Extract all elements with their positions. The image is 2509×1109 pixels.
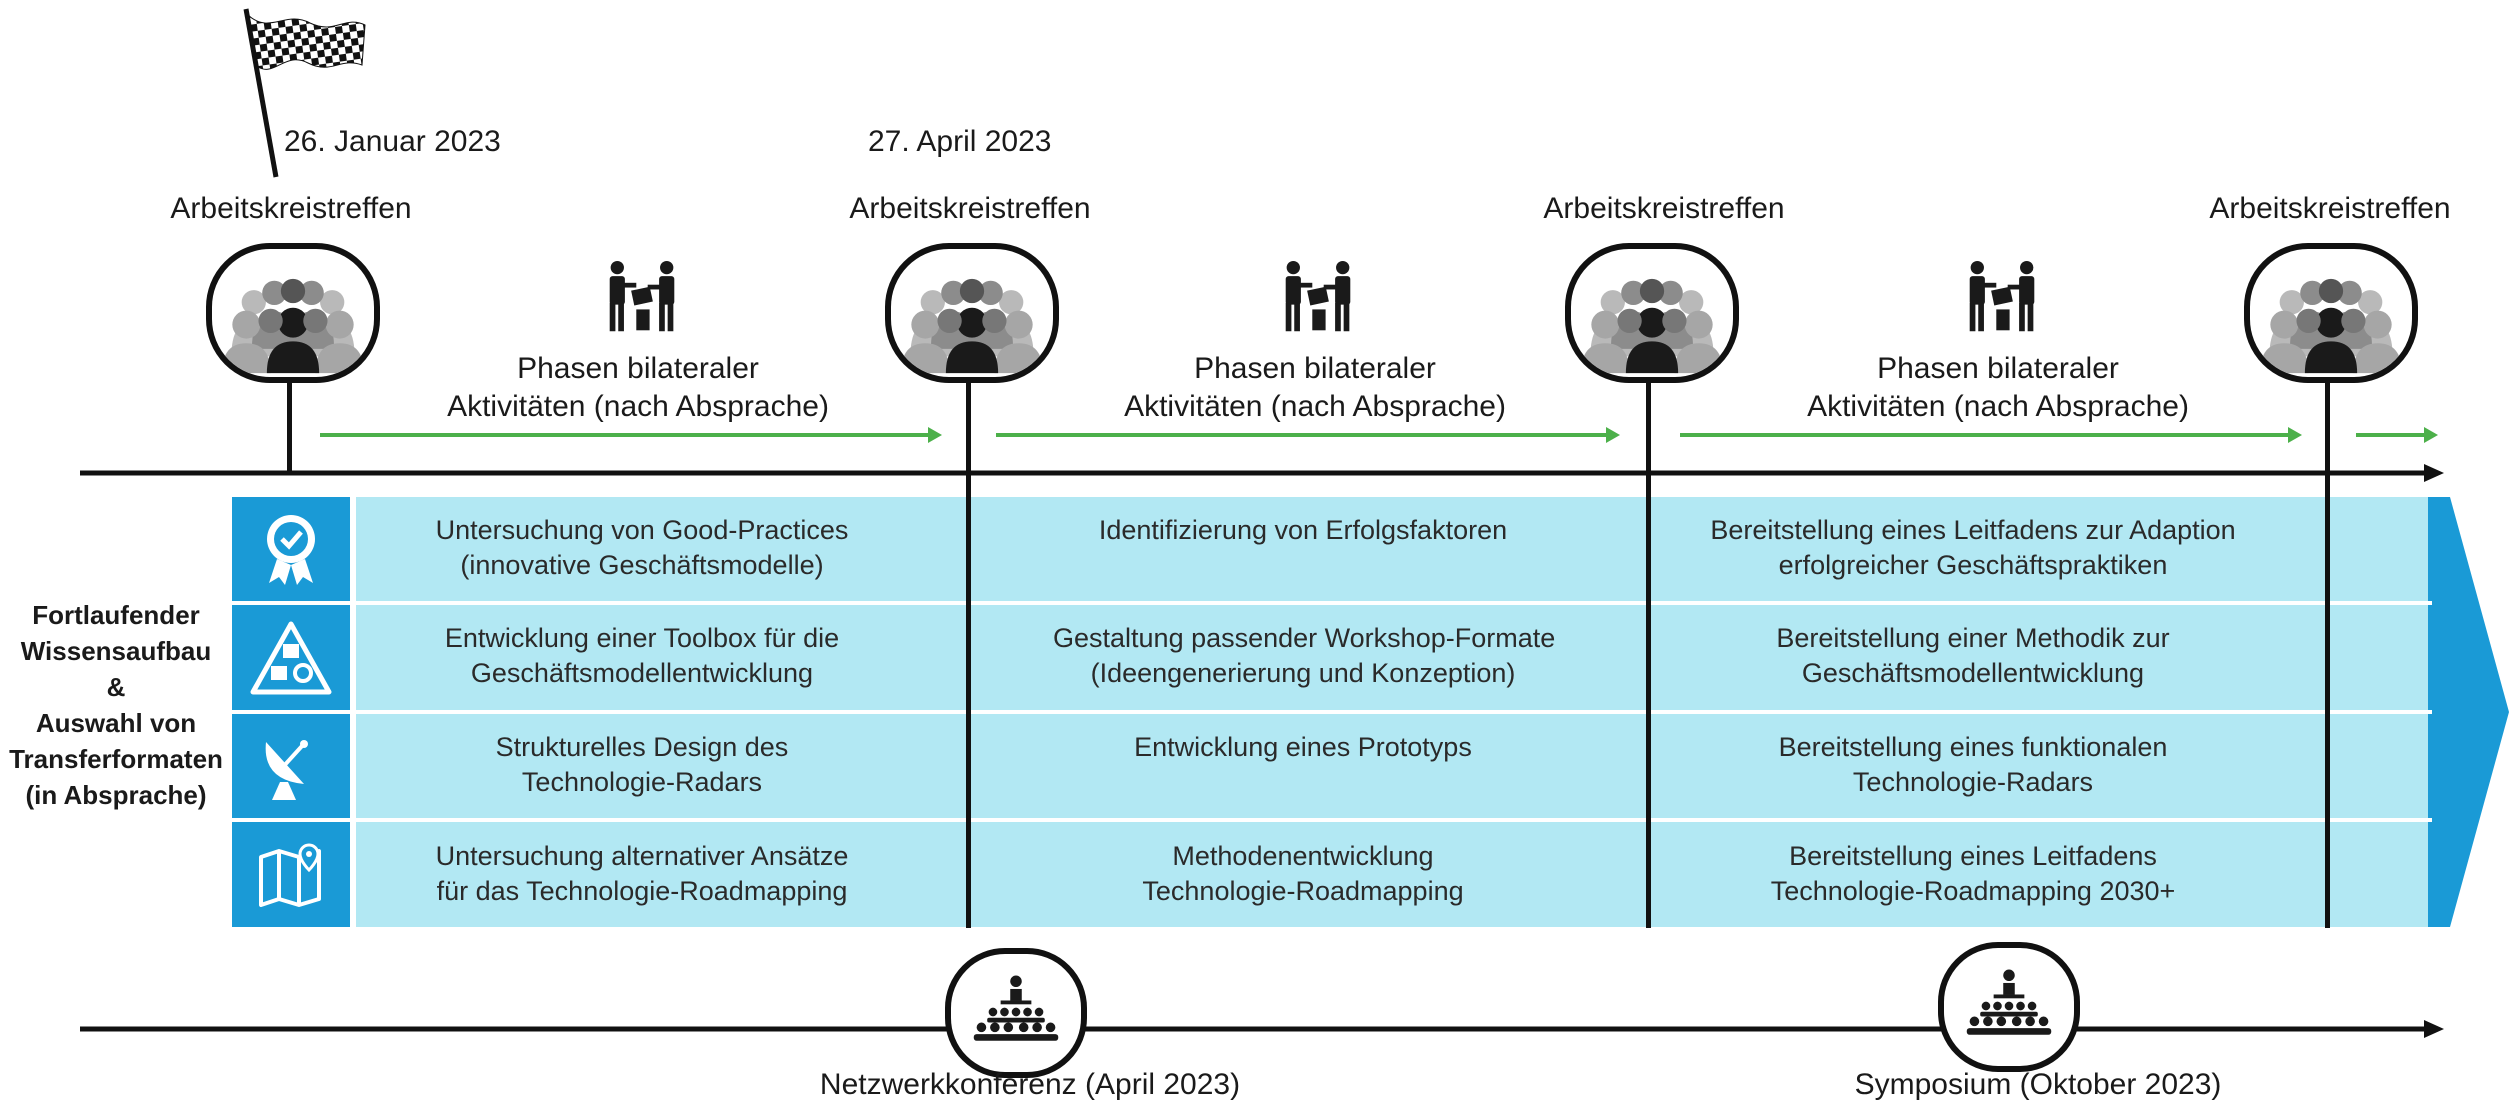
cell-r2-c3-line2: Geschäftsmodellentwicklung [1801,658,2145,688]
symposium-audience-icon [1938,942,2080,1072]
symposium-label: Symposium (Oktober 2023) [1854,1068,2222,1101]
finish-flag-icon [240,5,370,185]
side-label: Fortlaufender Wissensaufbau & Auswahl vo… [0,597,232,813]
cell-r2-c1: Entwicklung einer Toolbox für die Geschä… [392,621,892,691]
cell-r4-c1-line1: Untersuchung alternativer Ansätze [435,841,849,871]
cell-r3-c3: Bereitstellung eines funktionalen Techno… [1698,730,2248,800]
radar-dish-icon [232,714,350,818]
row-separator-1 [232,601,2432,605]
cell-r2-c1-line1: Entwicklung einer Toolbox für die [444,623,840,653]
cell-r3-c1-line1: Strukturelles Design des [495,732,789,762]
phase-label-1-line1: Phasen bilateraler [517,352,759,385]
cell-r3-c3-line1: Bereitstellung eines funktionalen [1778,732,2168,762]
cell-r1-c2: Identifizierung von Erfolgsfaktoren [1053,513,1553,548]
phase-divider-3 [2325,497,2330,928]
meeting-label-4: Arbeitskreistreffen [2209,192,2451,225]
phase-label-2-line1: Phasen bilateraler [1194,352,1436,385]
cell-r2-c1-line2: Geschäftsmodellentwicklung [470,658,814,688]
meeting-label-2: Arbeitskreistreffen [849,192,1091,225]
side-label-line2: Wissensaufbau [20,636,212,666]
cell-r1-c2-line1: Identifizierung von Erfolgsfaktoren [1098,515,1508,545]
cell-r1-c3: Bereitstellung eines Leitfadens zur Adap… [1698,513,2248,583]
phase-label-3: Phasen bilateraler Aktivitäten (nach Abs… [1798,350,2198,426]
phase-divider-1 [966,497,971,928]
cell-r4-c3: Bereitstellung eines Leitfadens Technolo… [1698,839,2248,909]
cell-r4-c2-line2: Technologie-Roadmapping [1142,876,1464,906]
phase-label-1: Phasen bilateraler Aktivitäten (nach Abs… [438,350,838,426]
cell-r4-c3-line2: Technologie-Roadmapping 2030+ [1770,876,2176,906]
side-label-line5: Transferformaten [9,744,223,774]
event-timeline [80,1020,2444,1038]
meeting-group-icon-4 [2244,243,2418,383]
milestone-stem-1 [287,383,292,472]
cell-r1-c1-line2: (innovative Geschäftsmodelle) [460,550,824,580]
meeting-label-3: Arbeitskreistreffen [1543,192,1785,225]
map-pin-icon [232,822,350,927]
handover-icon-1 [600,260,684,341]
cell-r4-c2: Methodenentwicklung Technologie-Roadmapp… [1053,839,1553,909]
second-date: 27. April 2023 [868,125,1052,158]
cell-r3-c1: Strukturelles Design des Technologie-Rad… [392,730,892,800]
cell-r2-c3: Bereitstellung einer Methodik zur Geschä… [1698,621,2248,691]
cell-r3-c3-line2: Technologie-Radars [1852,767,2094,797]
cell-r3-c2: Entwicklung eines Prototyps [1053,730,1553,765]
cell-r4-c1: Untersuchung alternativer Ansätze für da… [392,839,892,909]
handover-icon-3 [1960,260,2044,341]
side-label-line4: Auswahl von [35,708,197,738]
phase-divider-2 [1646,497,1651,928]
phase-label-1-line2: Aktivitäten (nach Absprache) [447,390,829,423]
phase-arrows [320,427,2438,443]
cell-r2-c2-line2: (Ideengenerierung und Konzeption) [1090,658,1516,688]
meeting-group-icon-3 [1565,243,1739,383]
cell-r3-c1-line2: Technologie-Radars [521,767,763,797]
side-label-line1: Fortlaufender [32,600,200,630]
side-label-line3: & [106,672,126,702]
row-separator-3 [232,818,2432,822]
meeting-label-1: Arbeitskreistreffen [170,192,412,225]
start-date: 26. Januar 2023 [284,125,501,158]
cell-r2-c2-line1: Gestaltung passender Workshop-Formate [1053,623,1556,653]
conference-audience-icon [945,948,1087,1078]
meeting-group-icon-2 [885,243,1059,383]
phase-label-3-line2: Aktivitäten (nach Absprache) [1807,390,2189,423]
meeting-group-icon-1 [206,243,380,383]
phase-label-3-line1: Phasen bilateraler [1877,352,2119,385]
cell-r4-c1-line2: für das Technologie-Roadmapping [436,876,848,906]
cell-r1-c1: Untersuchung von Good-Practices (innovat… [392,513,892,583]
cell-r1-c3-line2: erfolgreicher Geschäftspraktiken [1778,550,2168,580]
cell-r3-c2-line1: Entwicklung eines Prototyps [1134,732,1472,762]
cell-r4-c2-line1: Methodenentwicklung [1172,841,1434,871]
conference-label: Netzwerkkonferenz (April 2023) [819,1068,1241,1101]
cell-r4-c3-line1: Bereitstellung eines Leitfadens [1789,841,2157,871]
row-separator-2 [232,710,2432,714]
award-icon [232,497,350,601]
handover-icon-2 [1276,260,1360,341]
phase-label-2: Phasen bilateraler Aktivitäten (nach Abs… [1115,350,1515,426]
cell-r2-c3-line1: Bereitstellung einer Methodik zur [1776,623,2170,653]
main-timeline [80,464,2444,482]
cell-r2-c2: Gestaltung passender Workshop-Formate (I… [1053,621,1556,691]
toolbox-triangle-icon [232,605,350,710]
icon-column-separator [350,497,356,927]
side-label-line6: (in Absprache) [25,780,207,810]
cell-r1-c1-line1: Untersuchung von Good-Practices [435,515,849,545]
phase-label-2-line2: Aktivitäten (nach Absprache) [1124,390,1506,423]
cell-r1-c3-line1: Bereitstellung eines Leitfadens zur Adap… [1710,515,2236,545]
continuation-arrow-icon [2428,497,2509,927]
